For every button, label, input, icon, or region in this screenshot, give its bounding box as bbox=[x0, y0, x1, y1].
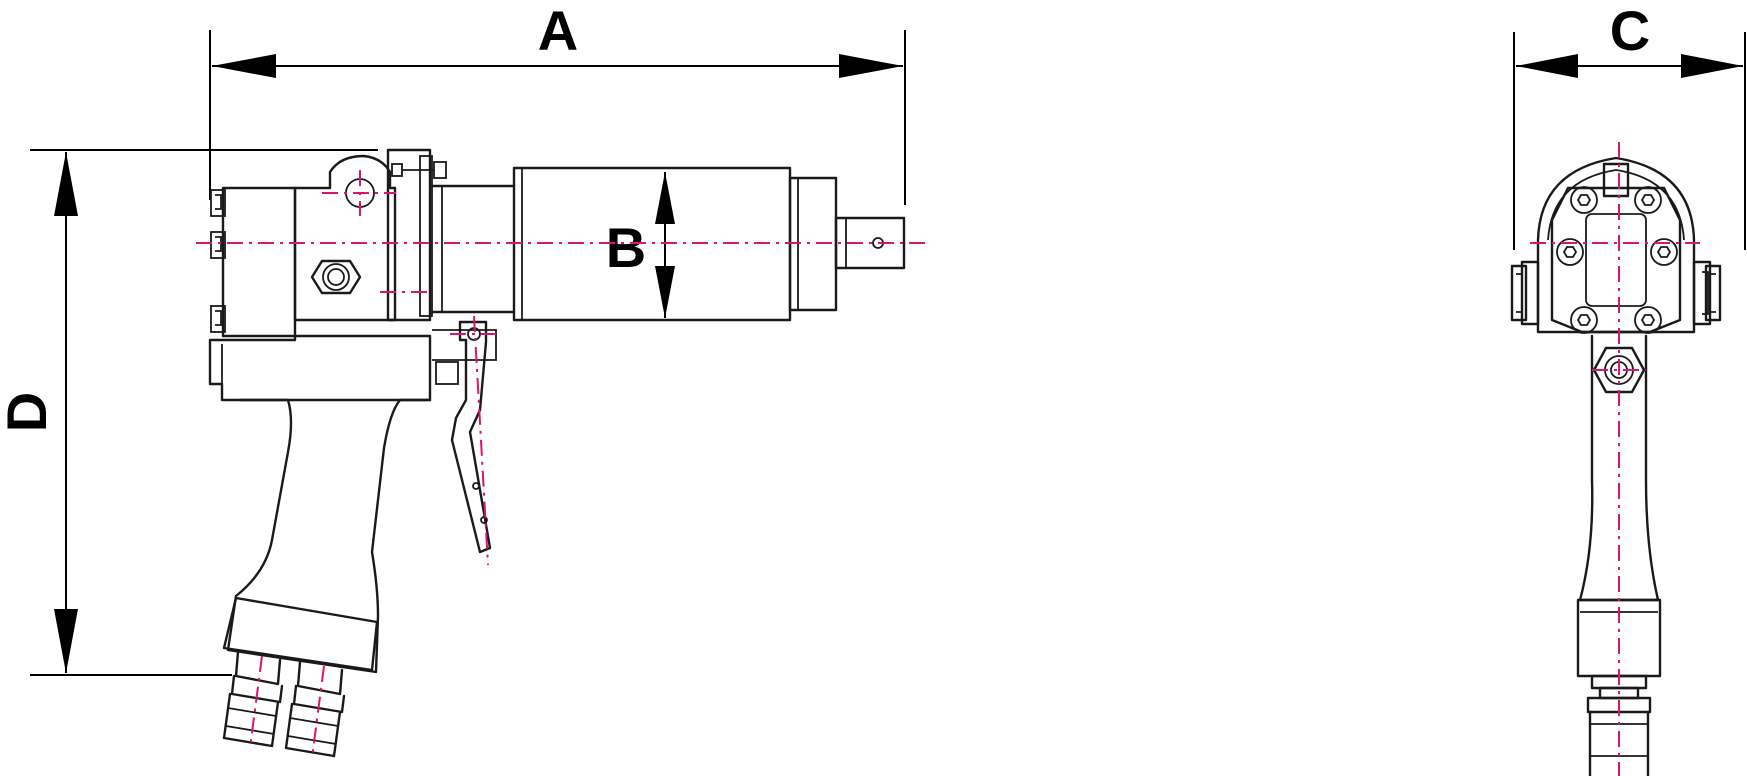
lower-housing bbox=[208, 334, 432, 402]
side-view-centerlines bbox=[196, 170, 926, 759]
dimension-d: D bbox=[0, 149, 378, 676]
trigger-lever bbox=[432, 320, 497, 554]
front-grip-base bbox=[1576, 598, 1662, 678]
tool-side-view bbox=[196, 148, 926, 759]
front-screws bbox=[1556, 186, 1678, 334]
front-view-centerlines bbox=[1530, 142, 1700, 776]
dimension-b: B bbox=[606, 172, 675, 318]
dimension-label-c: C bbox=[1610, 0, 1650, 62]
flange-screw bbox=[391, 161, 447, 179]
rear-screw-caps bbox=[210, 189, 226, 333]
dimension-c: C bbox=[1513, 0, 1746, 250]
tool-front-view bbox=[1510, 142, 1722, 776]
rear-housing bbox=[221, 186, 297, 338]
front-plate-window bbox=[1585, 213, 1647, 307]
dimension-label-b: B bbox=[606, 216, 646, 279]
square-drive bbox=[834, 216, 906, 270]
neck bbox=[430, 184, 516, 314]
hex-plug-fitting bbox=[310, 259, 362, 295]
front-side-caps bbox=[1510, 260, 1722, 326]
dimension-a: A bbox=[209, 0, 906, 205]
front-plate bbox=[1550, 186, 1682, 334]
front-head-dome bbox=[1536, 156, 1696, 334]
dimension-label-a: A bbox=[538, 0, 578, 62]
grip-base bbox=[222, 596, 379, 672]
pistol-grip bbox=[226, 398, 432, 674]
flange-plate bbox=[386, 148, 432, 322]
front-top-lug bbox=[1602, 162, 1630, 198]
dimension-label-d: D bbox=[0, 392, 58, 432]
upper-body bbox=[293, 154, 397, 322]
